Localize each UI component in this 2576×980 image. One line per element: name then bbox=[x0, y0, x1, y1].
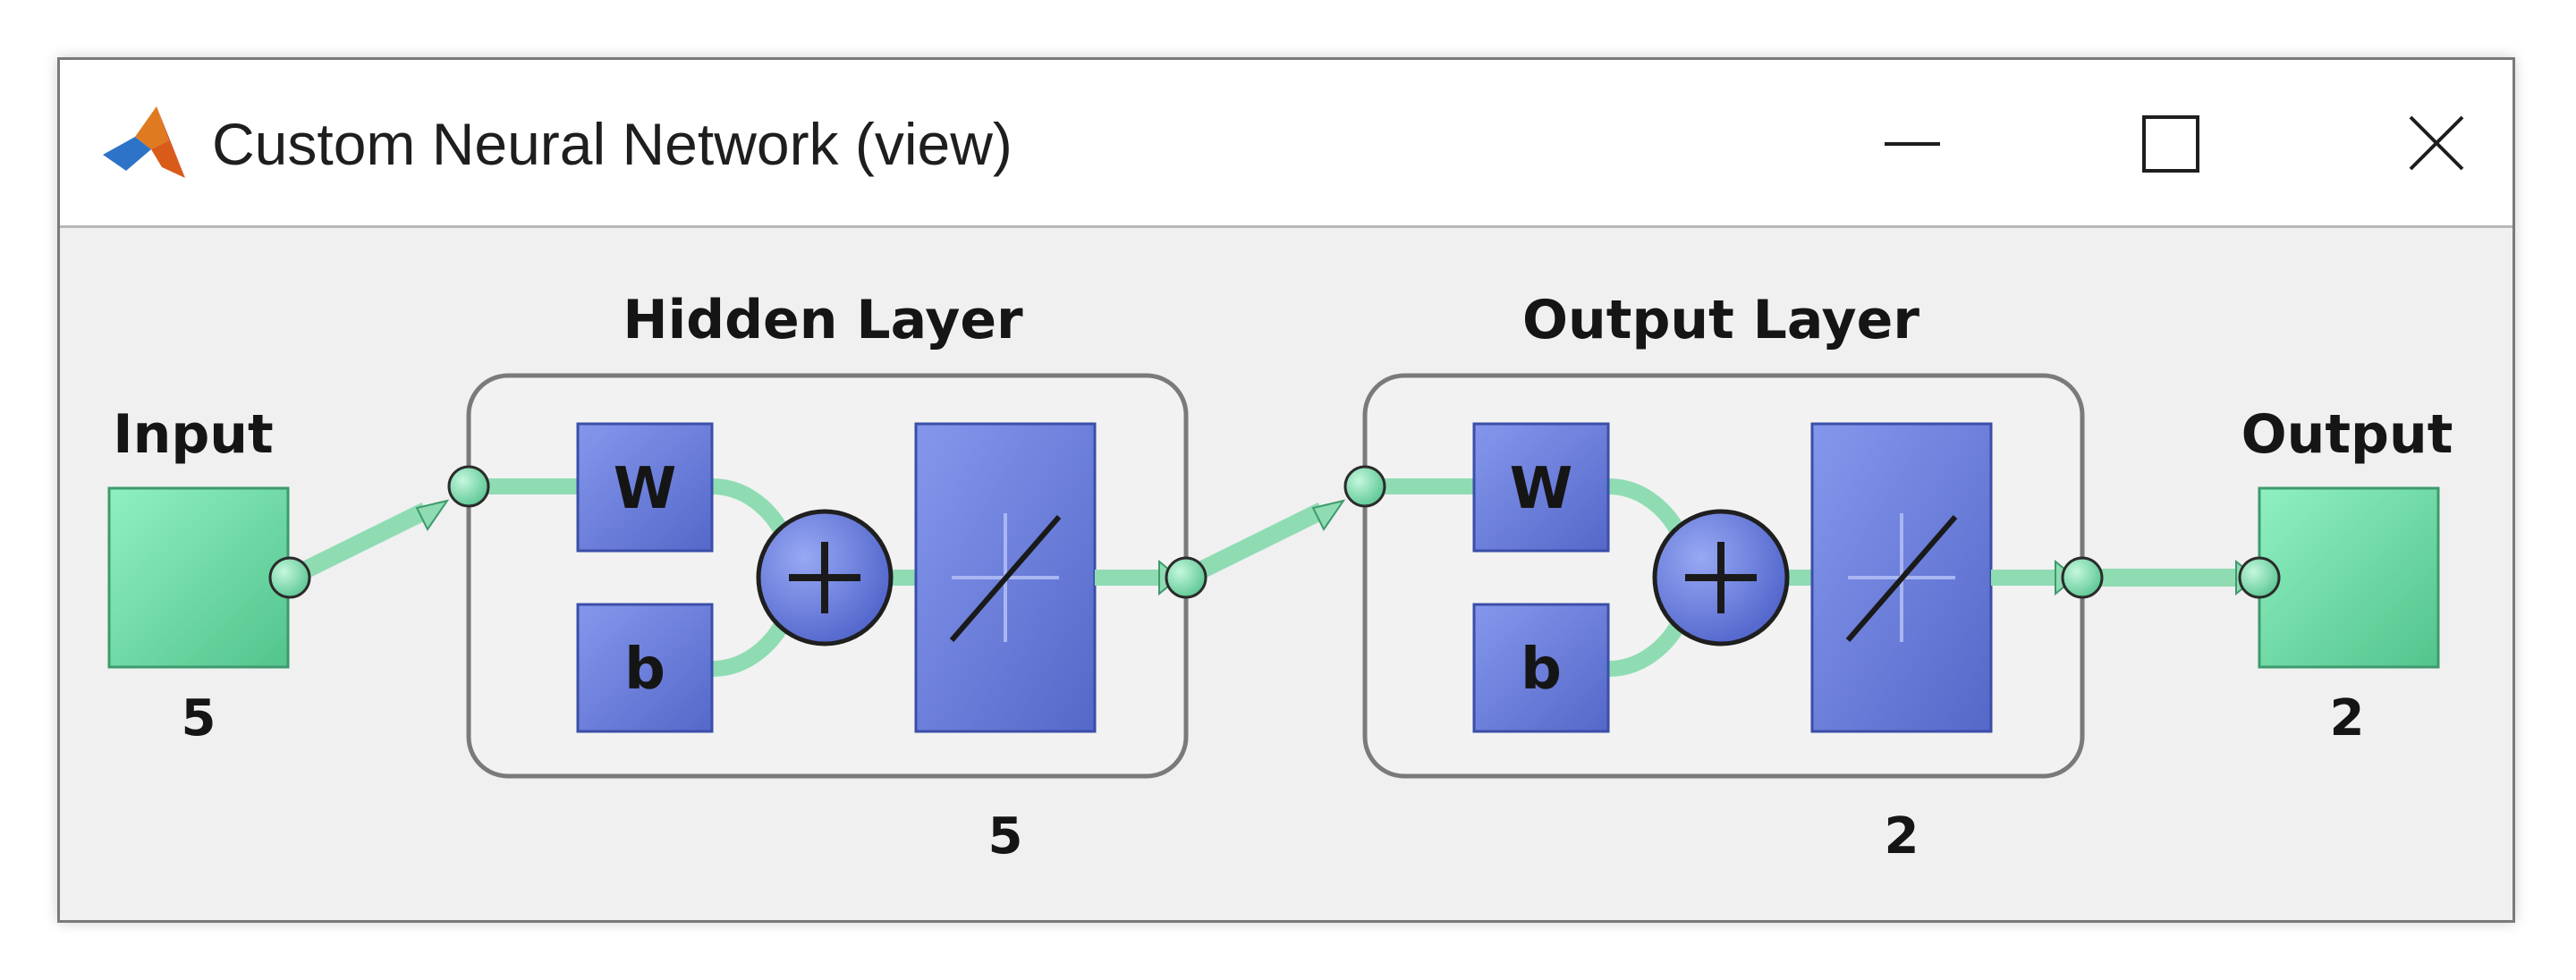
output-size: 2 bbox=[2330, 689, 2365, 748]
hidden-weight-label: W bbox=[614, 456, 677, 522]
hidden-bias-block bbox=[576, 603, 714, 733]
hidden-input-node bbox=[447, 465, 490, 508]
output-weight-block bbox=[1472, 422, 1610, 553]
hidden-bias-label: b bbox=[624, 637, 665, 703]
output-weight-label: W bbox=[1510, 456, 1573, 522]
maximize-icon bbox=[2142, 115, 2199, 173]
input-label: Input bbox=[113, 403, 273, 466]
input-output-node bbox=[268, 556, 311, 599]
window-title: Custom Neural Network (view) bbox=[212, 111, 1013, 177]
hidden-to-output-connection bbox=[1095, 499, 1346, 599]
output-input-node bbox=[2238, 556, 2281, 599]
close-button[interactable] bbox=[2355, 60, 2512, 228]
output-layer-input-node bbox=[1343, 465, 1386, 508]
output-block bbox=[2258, 486, 2440, 669]
input-block bbox=[107, 486, 290, 669]
linear-transfer-icon bbox=[914, 422, 1097, 733]
network-view-window: Custom Neural Network (view) bbox=[57, 57, 2515, 923]
output-layer-output-node bbox=[2061, 556, 2104, 599]
output-bias-label: b bbox=[1521, 637, 1562, 703]
matlab-logo-icon bbox=[103, 106, 185, 178]
minimize-icon bbox=[1885, 142, 1940, 146]
input-group: Input 5 bbox=[107, 403, 290, 748]
output-layer-group: Output Layer W b 2 bbox=[1343, 289, 2085, 866]
output-layer-title: Output Layer bbox=[1522, 289, 1919, 351]
hidden-weight-block bbox=[576, 422, 714, 553]
output-layer-size: 2 bbox=[1885, 807, 1919, 866]
linear-transfer-icon bbox=[1810, 422, 1993, 733]
output-bias-block bbox=[1472, 603, 1610, 733]
hidden-output-node bbox=[1165, 556, 1208, 599]
input-size: 5 bbox=[182, 689, 216, 748]
input-to-hidden-connection bbox=[268, 499, 450, 599]
hidden-layer-title: Hidden Layer bbox=[623, 289, 1023, 351]
hidden-layer-size: 5 bbox=[988, 807, 1023, 866]
hidden-sum-icon bbox=[756, 509, 894, 646]
output-group: Output 2 bbox=[2238, 403, 2453, 748]
title-bar[interactable]: Custom Neural Network (view) bbox=[60, 60, 2512, 228]
output-label: Output bbox=[2241, 403, 2453, 466]
minimize-button[interactable] bbox=[1831, 60, 1988, 228]
output-sum-icon bbox=[1652, 509, 1790, 646]
maximize-button[interactable] bbox=[2090, 60, 2248, 228]
close-icon bbox=[2409, 115, 2464, 171]
hidden-layer-group: Hidden Layer W b 5 bbox=[447, 289, 1189, 866]
